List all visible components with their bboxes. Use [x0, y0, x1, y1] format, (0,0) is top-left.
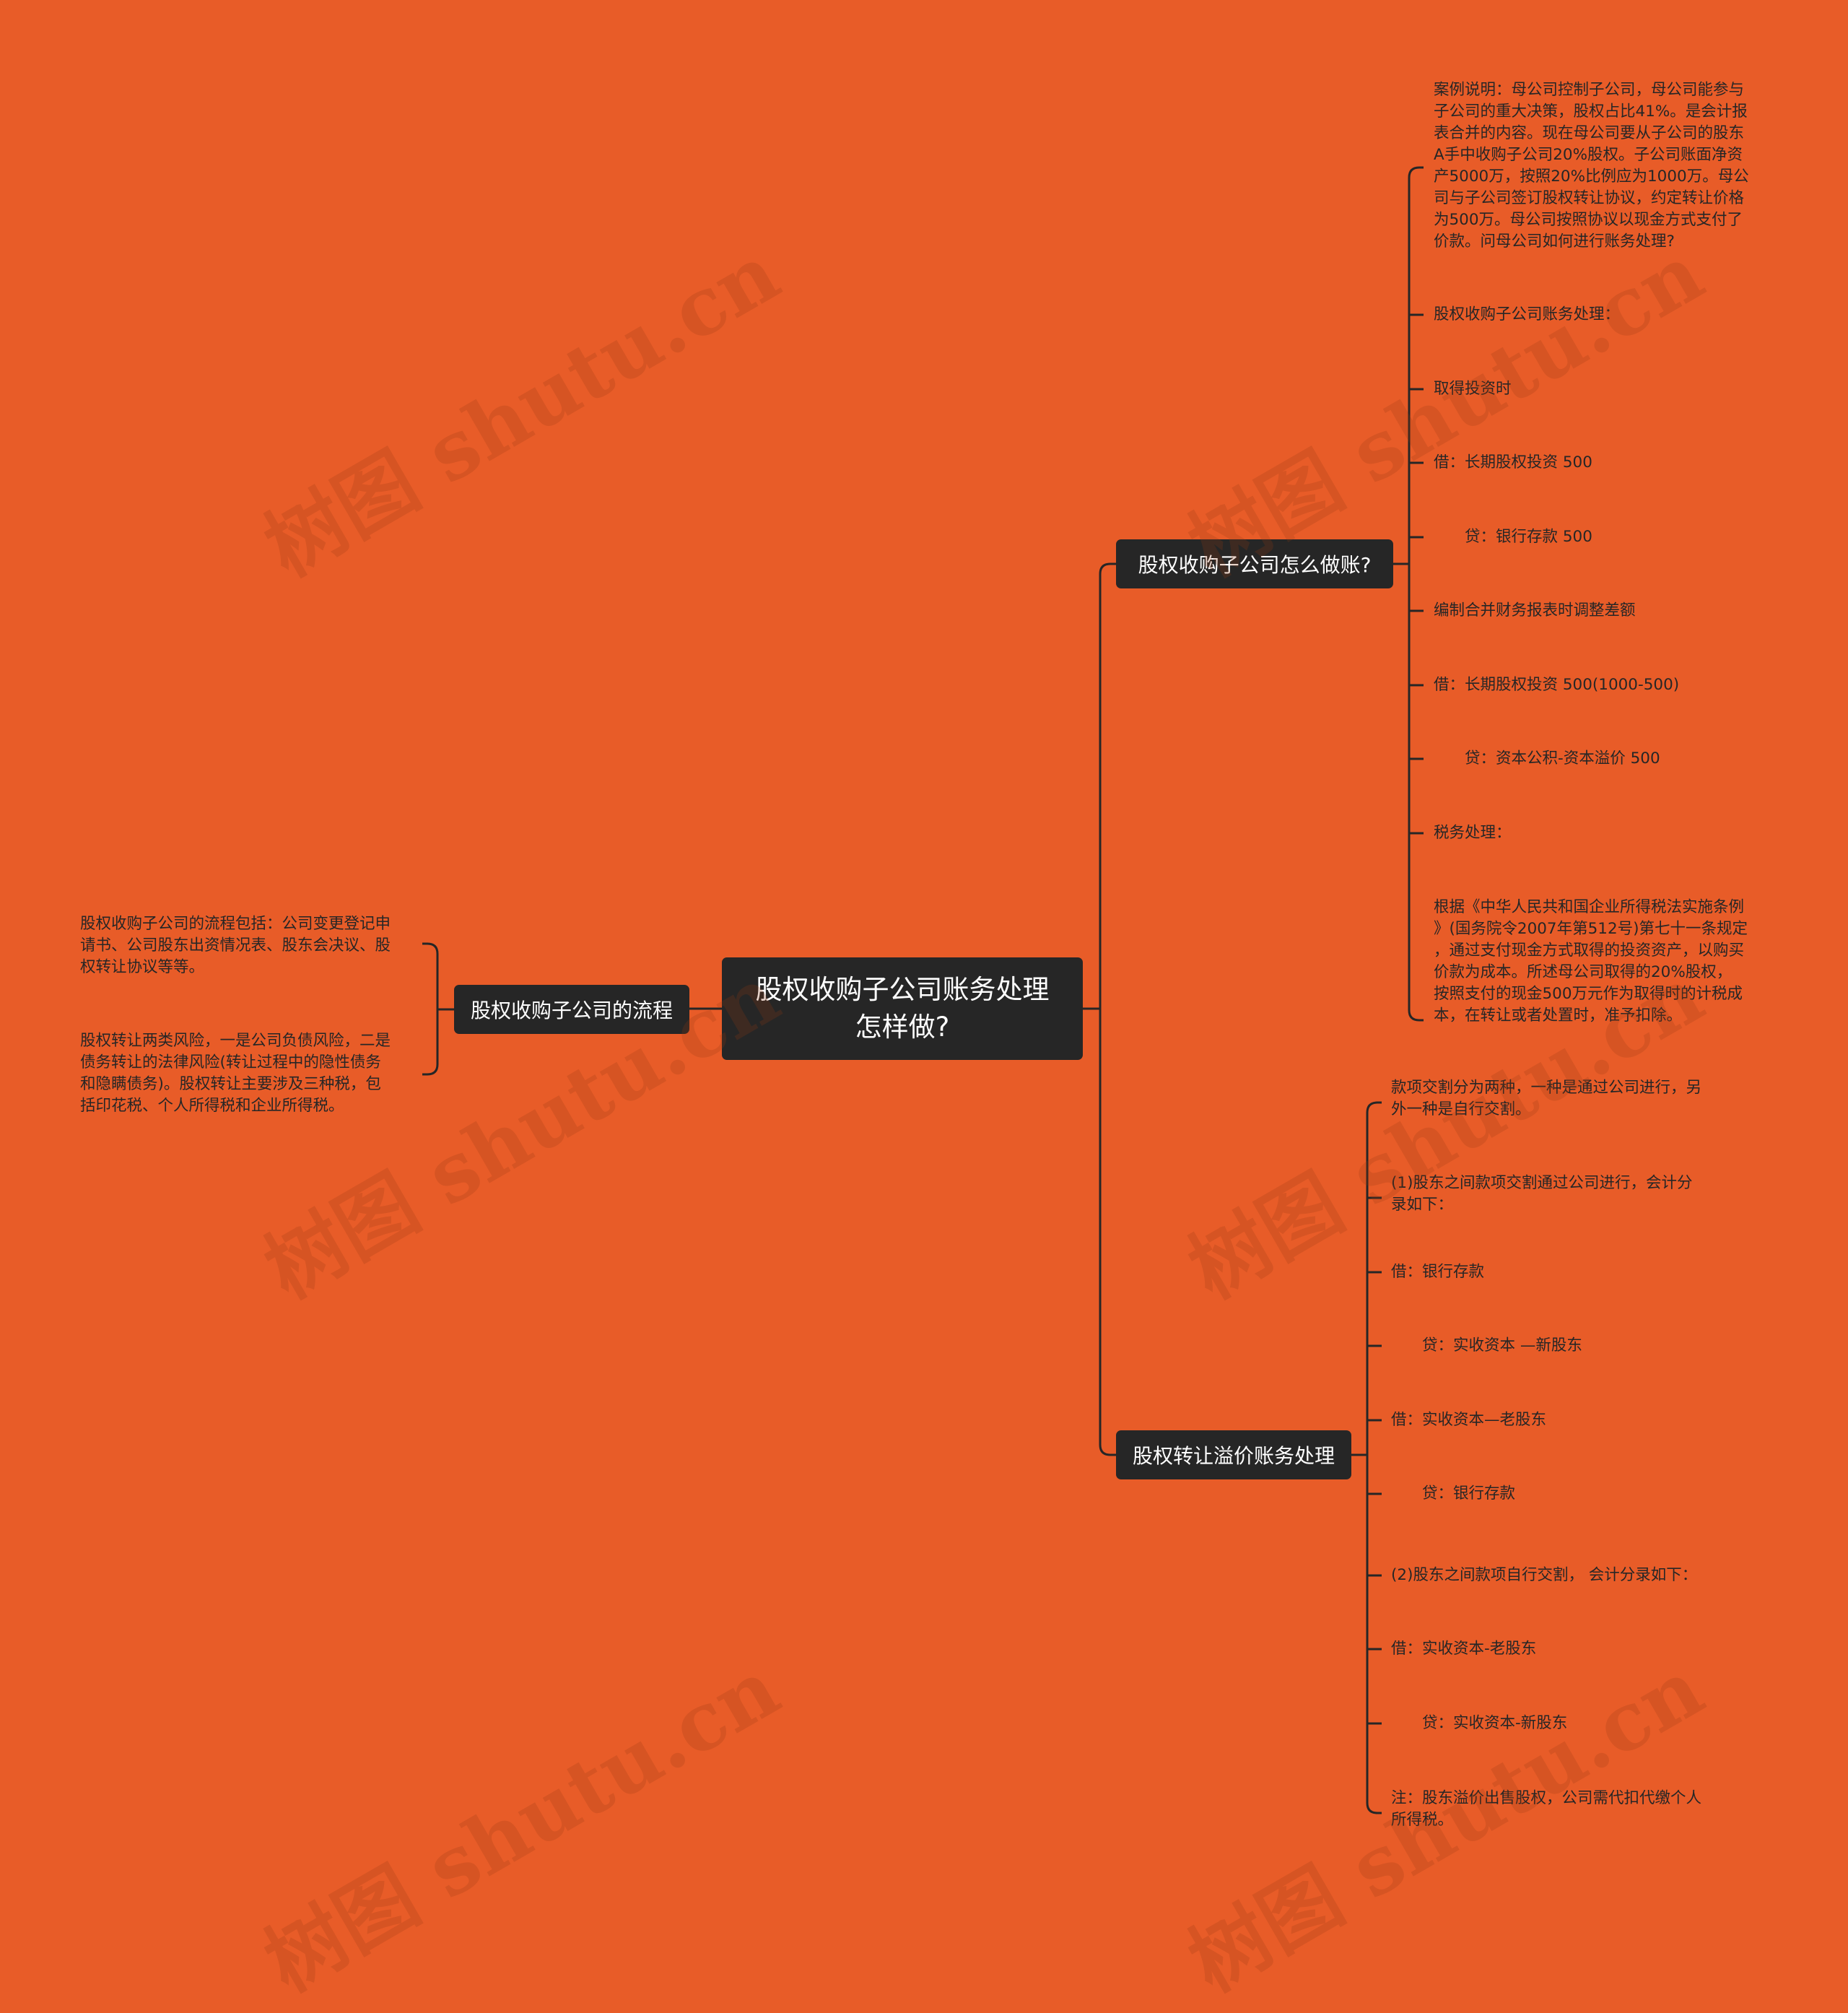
central-topic-line-2: 怎样做?	[855, 1012, 950, 1043]
bracket-premium	[1351, 1101, 1382, 1814]
central-topic-line-1: 股权收购子公司账务处理	[755, 974, 1050, 1005]
premium-leaf-debit-3: 借：实收资本-老股东	[1391, 1640, 1537, 1658]
branch-process[interactable]: 股权收购子公司的流程	[454, 985, 689, 1034]
central-topic[interactable]: 股权收购子公司账务处理 怎样做?	[722, 957, 1083, 1060]
premium-leaf-debit-1: 借：银行存款	[1391, 1263, 1485, 1281]
accounting-leaf-debit-2: 借：长期股权投资 500(1000-500)	[1434, 676, 1680, 694]
premium-leaf-credit-1: 贷：实收资本 —新股东	[1391, 1336, 1582, 1355]
accounting-leaf-heading: 股权收购子公司账务处理：	[1434, 305, 1621, 323]
branch-accounting[interactable]: 股权收购子公司怎么做账?	[1116, 539, 1393, 588]
accounting-leaf-tax-heading: 税务处理：	[1434, 824, 1512, 842]
premium-leaf-intro: 款项交割分为两种，一种是通过公司进行，另 外一种是自行交割。	[1391, 1079, 1702, 1118]
accounting-leaf-credit-1: 贷：银行存款 500	[1434, 528, 1592, 546]
premium-leaf-case-1: (1)股东之间款项交割通过公司进行，会计分 录如下：	[1391, 1174, 1693, 1214]
accounting-leaf-credit-2: 贷：资本公积-资本溢价 500	[1434, 749, 1660, 768]
premium-leaf-debit-2: 借：实收资本—老股东	[1391, 1411, 1547, 1429]
premium-leaf-case-2: (2)股东之间款项自行交割， 会计分录如下：	[1391, 1566, 1698, 1584]
branch-premium[interactable]: 股权转让溢价账务处理	[1116, 1430, 1351, 1479]
bracket-accounting	[1393, 166, 1424, 1022]
bracket-process	[422, 942, 454, 1076]
accounting-leaf-tax-rule: 根据《中华人民共和国企业所得税法实施条例 》(国务院令2007年第512号)第七…	[1434, 898, 1748, 1025]
process-leaf-risks: 股权转让两类风险，一是公司负债风险，二是 债务转让的法律风险(转让过程中的隐性债…	[80, 1032, 391, 1115]
link-root-to-accounting	[1099, 562, 1116, 1009]
accounting-leaf-debit-1: 借：长期股权投资 500	[1434, 453, 1592, 471]
premium-leaf-note: 注：股东溢价出售股权，公司需代扣代缴个人 所得税。	[1391, 1789, 1702, 1829]
accounting-leaf-consolidate: 编制合并财务报表时调整差额	[1434, 601, 1636, 619]
process-leaf-steps: 股权收购子公司的流程包括：公司变更登记申 请书、公司股东出资情况表、股东会决议、…	[80, 915, 391, 976]
link-root-to-premium	[1099, 1009, 1116, 1456]
premium-leaf-credit-3: 贷：实收资本-新股东	[1391, 1714, 1568, 1732]
premium-leaf-credit-2: 贷：银行存款	[1391, 1484, 1516, 1503]
accounting-leaf-acquire: 取得投资时	[1434, 380, 1512, 398]
accounting-leaf-case: 案例说明：母公司控制子公司，母公司能参与 子公司的重大决策，股权占比41%。是会…	[1434, 81, 1749, 251]
connector-lines	[422, 166, 1424, 1814]
